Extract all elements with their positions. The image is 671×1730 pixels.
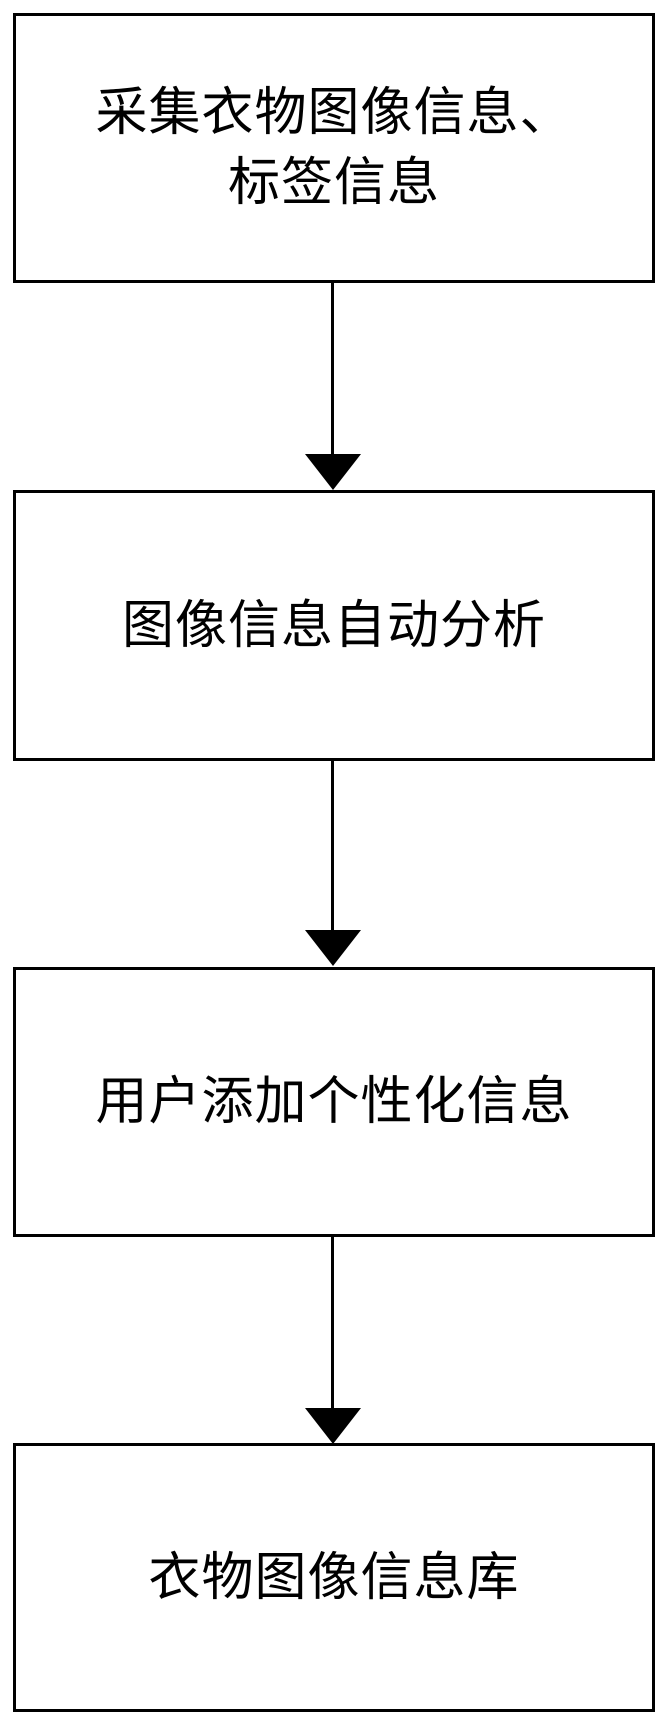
flowchart-node-1: 采集衣物图像信息、标签信息 [13,13,655,283]
edge-3-line [331,1237,334,1409]
flowchart-node-2-label: 图像信息自动分析 [121,595,546,656]
arrow-down-icon [305,454,361,490]
edge-2-line [331,761,334,931]
flowchart-node-4: 衣物图像信息库 [13,1443,655,1712]
arrow-down-icon [305,1408,361,1444]
edge-1-line [331,283,334,455]
flowchart-edge-3 [0,1237,671,1444]
flowchart-edge-2 [0,761,671,967]
flowchart-node-3: 用户添加个性化信息 [13,967,655,1237]
arrow-down-icon [305,930,361,966]
flowchart-node-2: 图像信息自动分析 [13,490,655,761]
flowchart-edge-1 [0,283,671,490]
flowchart-node-4-label: 衣物图像信息库 [148,1547,520,1608]
flowchart-node-3-label: 用户添加个性化信息 [95,1072,573,1132]
flowchart-node-1-label: 采集衣物图像信息、标签信息 [95,83,573,213]
